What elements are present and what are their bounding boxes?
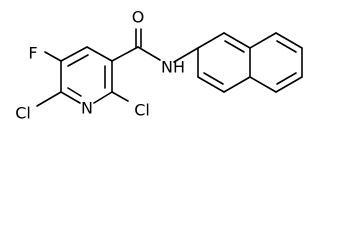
bond-c5-f: [44, 51, 62, 62]
bond-c3-c4: [86, 46, 113, 62]
bond-nb-2-inner: [276, 40, 297, 53]
bond-na-2: [223, 32, 251, 49]
naphthalene-ring-b: [249, 32, 303, 93]
bond-n1-c2: [93, 91, 113, 104]
bond-nb-5: [249, 76, 277, 93]
bond-c6-n1: [60, 91, 81, 104]
bond-nb-4-inner: [276, 72, 297, 85]
atom-amide-nitrogen: N: [161, 58, 173, 77]
bond-c6-cl: [36, 91, 62, 107]
molecule-canvas: F Cl N Cl O N H: [15, 8, 303, 123]
bond-nb-2: [275, 32, 303, 49]
bond-na-2-inner: [224, 40, 245, 53]
bond-nb-4: [275, 76, 303, 93]
bond-na-5: [197, 76, 225, 93]
bond-c3-carbonyl: [111, 46, 139, 62]
bond-nb-1: [249, 32, 277, 49]
pyridine-ring: [60, 46, 113, 104]
atom-chlorine-right: Cl: [134, 101, 150, 120]
bond-carbonyl-n: [137, 46, 161, 61]
naphthalene-ring-a: [197, 32, 251, 93]
bond-na-5-inner: [203, 72, 224, 85]
bond-c2-cl: [111, 91, 129, 102]
bond-na-1: [197, 32, 225, 49]
atom-pyridine-nitrogen: N: [81, 99, 93, 118]
atom-fluorine: F: [28, 44, 37, 63]
atom-carbonyl-oxygen: O: [132, 8, 145, 27]
atom-amide-hydrogen: H: [173, 58, 185, 77]
bond-n-naphthyl: [173, 47, 199, 63]
atom-chlorine-left: Cl: [15, 104, 31, 123]
bond-na-4: [223, 76, 251, 93]
bond-c6-n1-inner: [67, 87, 82, 97]
bond-c4-c5-inner: [67, 54, 89, 67]
bond-c4-c5: [60, 46, 88, 62]
structure-drawing: F Cl N Cl O N H: [15, 8, 303, 123]
